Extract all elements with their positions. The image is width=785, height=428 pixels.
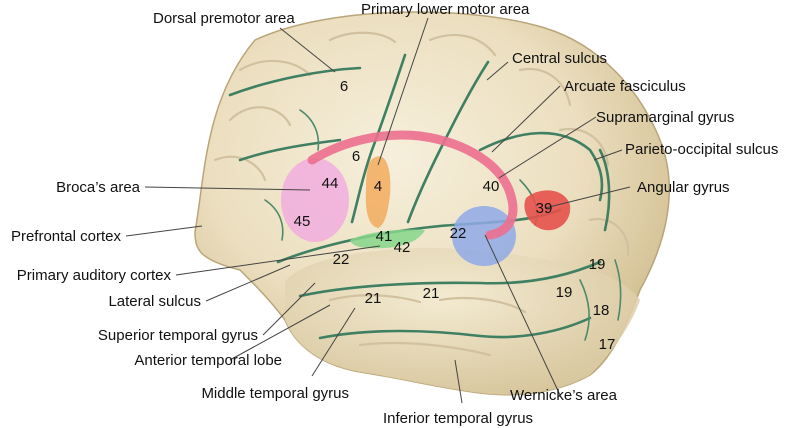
- label-wernickes-area: Wernicke’s area: [510, 387, 618, 404]
- label-supramarginal-gyrus: Supramarginal gyrus: [596, 109, 734, 126]
- label-superior-temporal-gyrus: Superior temporal gyrus: [98, 327, 258, 344]
- label-lateral-sulcus: Lateral sulcus: [108, 293, 201, 310]
- brodmann-numbers: 6 6 4 44 45 40 39 41 42 22 22 21 21 19 1…: [294, 78, 616, 353]
- area-number: 39: [536, 200, 553, 217]
- angular-gyrus-region: [524, 190, 571, 231]
- area-number: 22: [333, 251, 350, 268]
- sulci: [228, 53, 622, 341]
- area-number: 21: [423, 285, 440, 302]
- area-number: 40: [483, 178, 500, 195]
- gyral-relief: [213, 31, 630, 357]
- label-parieto-occipital-sulcus: Parieto-occipital sulcus: [625, 141, 778, 158]
- wernickes-area-region: [452, 206, 516, 266]
- auditory-area-region: [350, 229, 425, 249]
- primary-motor-area-region: [365, 156, 391, 228]
- brocas-area-region: [281, 158, 349, 242]
- area-number: 21: [365, 290, 382, 307]
- label-prefrontal-cortex: Prefrontal cortex: [11, 228, 122, 245]
- label-middle-temporal-gyrus: Middle temporal gyrus: [201, 385, 349, 402]
- area-number: 18: [593, 302, 610, 319]
- area-number: 45: [294, 213, 311, 230]
- area-number: 44: [322, 175, 339, 192]
- label-dorsal-premotor-area: Dorsal premotor area: [153, 10, 295, 27]
- area-number: 41: [376, 228, 393, 245]
- label-anterior-temporal-lobe: Anterior temporal lobe: [134, 352, 282, 369]
- temporal-lobe: [285, 247, 640, 395]
- label-arcuate-fasciculus: Arcuate fasciculus: [564, 78, 686, 95]
- label-brocas-area: Broca’s area: [56, 179, 141, 196]
- leader-lines: [125, 17, 631, 404]
- label-inferior-temporal-gyrus: Inferior temporal gyrus: [383, 410, 533, 427]
- area-number: 19: [589, 256, 606, 273]
- arcuate-fasciculus-tract: [307, 130, 518, 240]
- area-number: 22: [450, 225, 467, 242]
- area-number: 6: [340, 78, 348, 95]
- callout-labels: Dorsal premotor area Primary lower motor…: [11, 1, 778, 427]
- label-primary-lower-motor-area: Primary lower motor area: [361, 1, 530, 18]
- label-primary-auditory-cortex: Primary auditory cortex: [17, 267, 172, 284]
- area-number: 4: [374, 178, 382, 195]
- area-number: 42: [394, 239, 411, 256]
- area-number: 17: [599, 336, 616, 353]
- label-angular-gyrus: Angular gyrus: [637, 179, 730, 196]
- area-number: 6: [352, 148, 360, 165]
- label-central-sulcus: Central sulcus: [512, 50, 607, 67]
- area-number: 19: [556, 284, 573, 301]
